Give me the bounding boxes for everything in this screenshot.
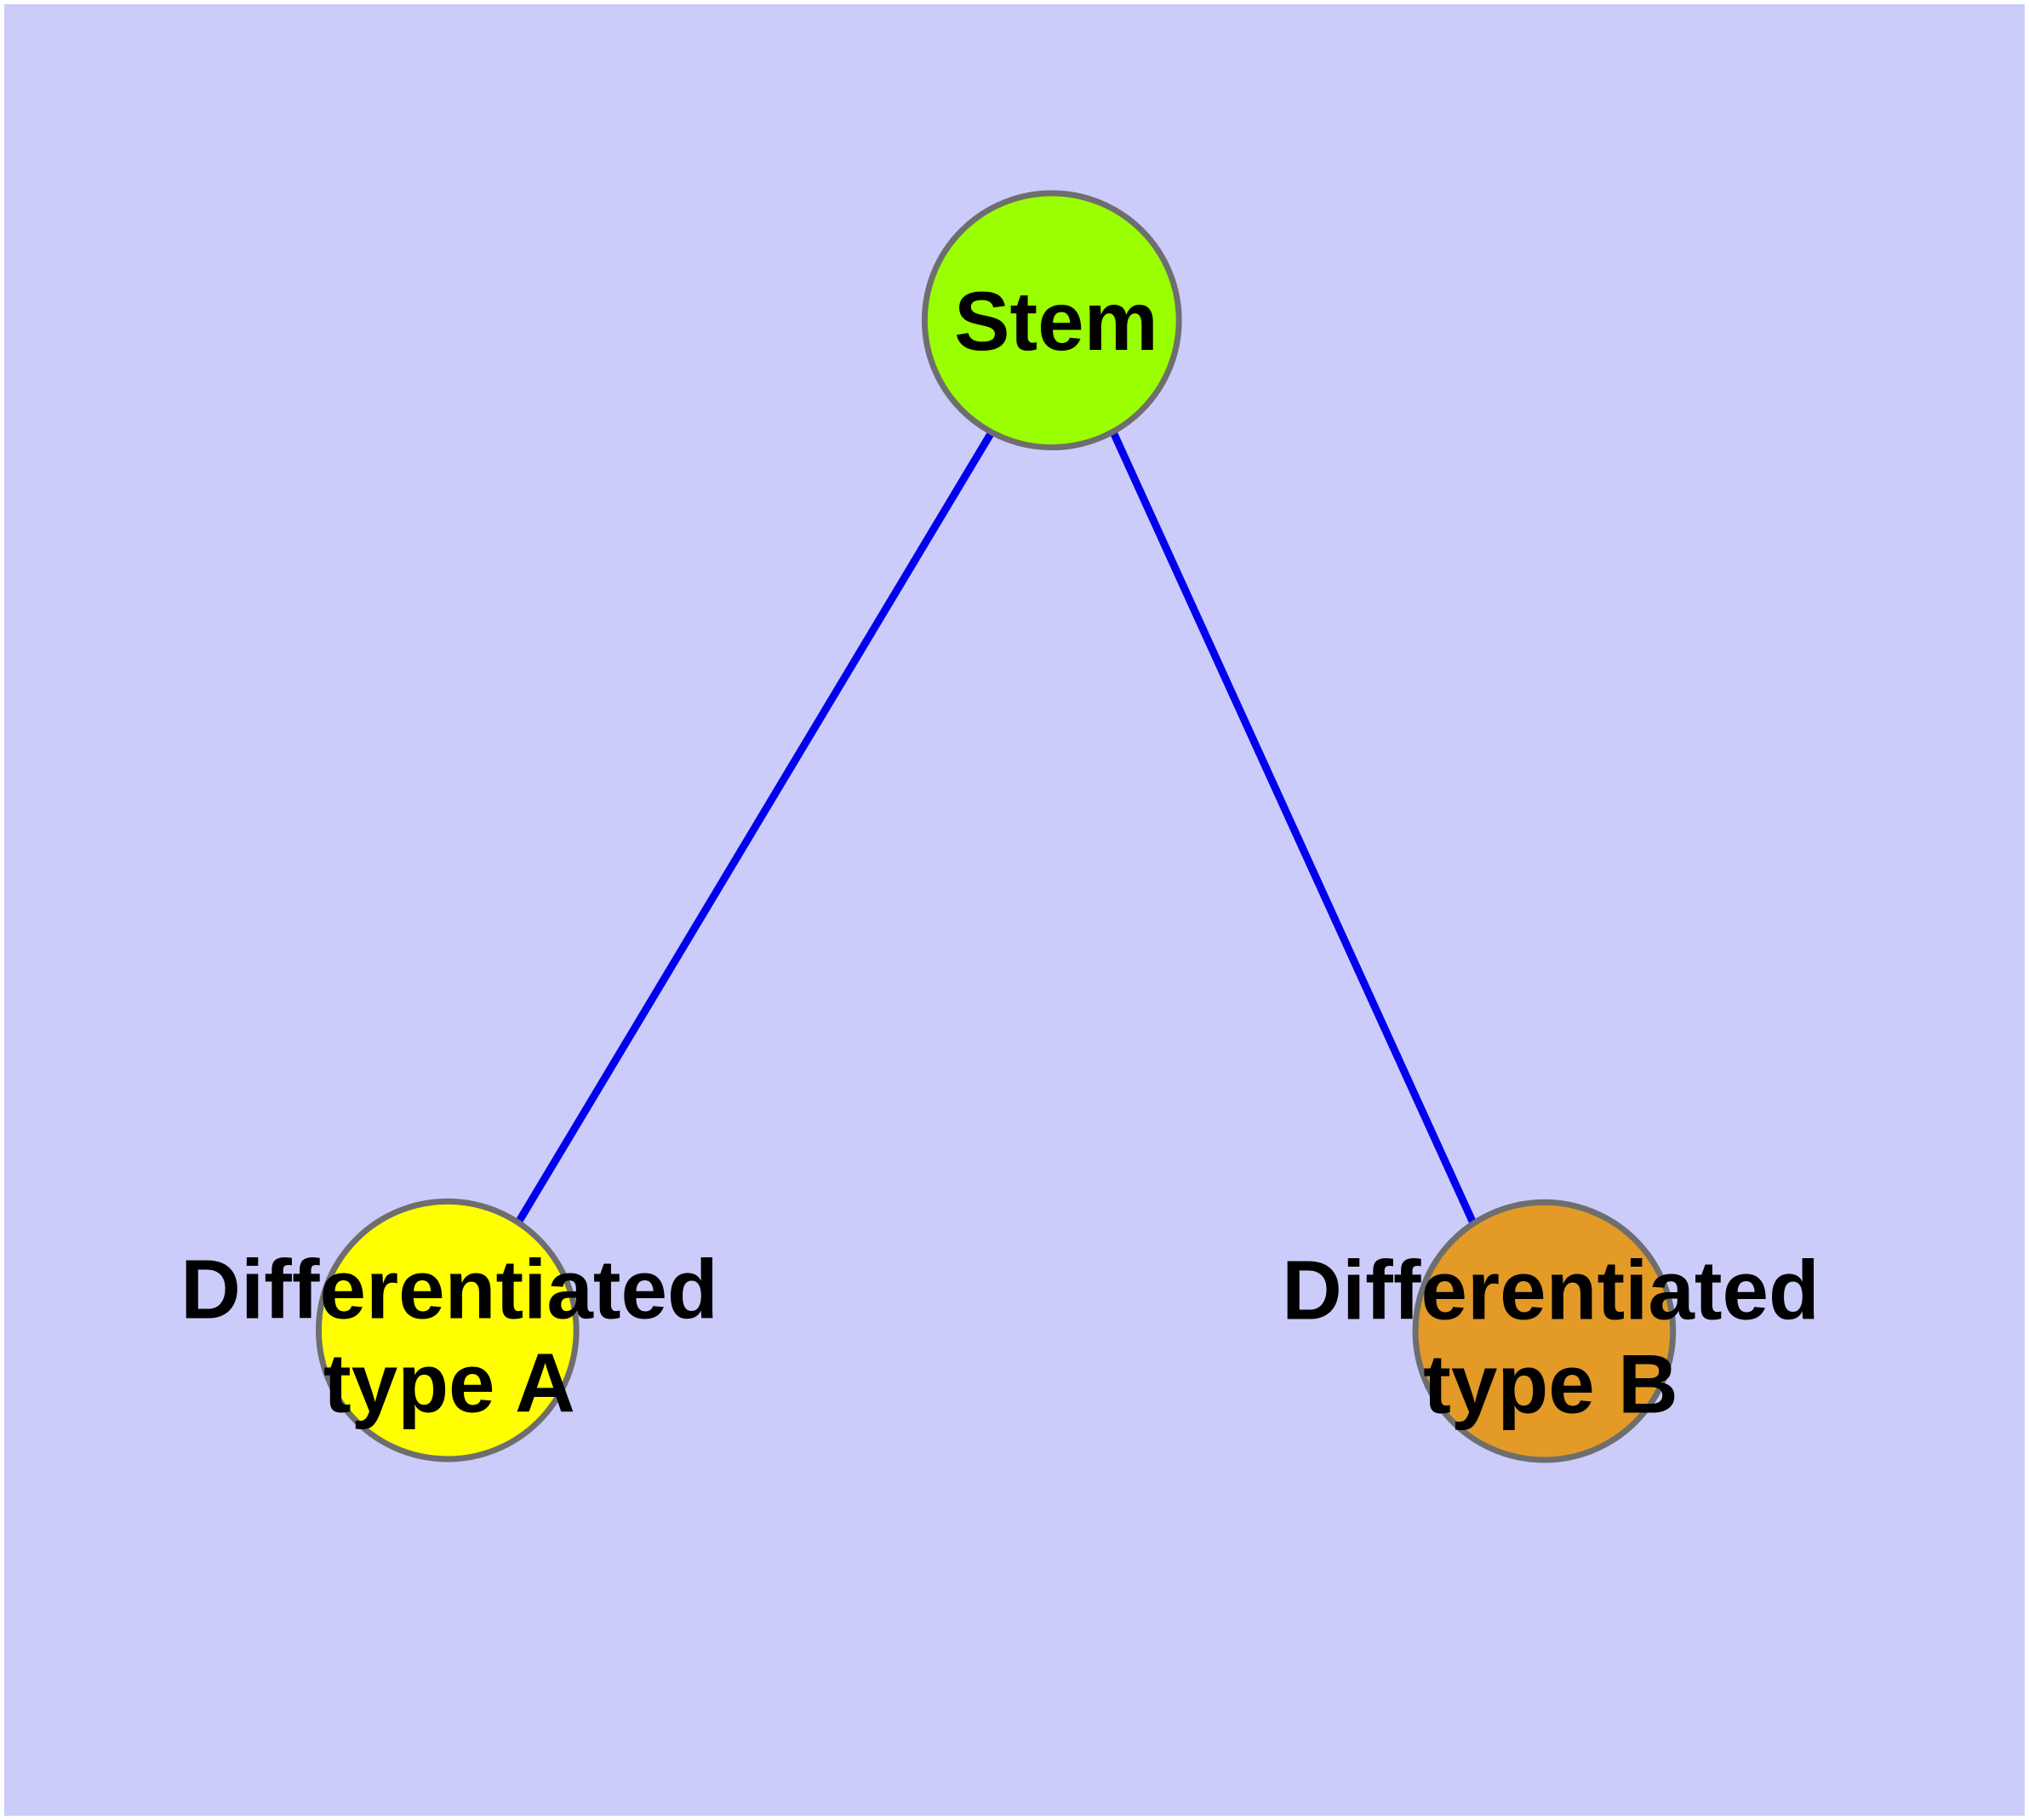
edge-layer [515,430,1477,1225]
graph-svg [315,190,1677,1463]
node-stem[interactable] [921,190,1182,451]
edge-stem-to-differentiated-type-a[interactable] [515,430,995,1224]
edge-stem-to-differentiated-type-b[interactable] [1110,431,1477,1225]
node-differentiated-type-a[interactable] [315,1198,580,1462]
node-layer [315,190,1677,1463]
node-differentiated-type-b[interactable] [1412,1199,1677,1463]
